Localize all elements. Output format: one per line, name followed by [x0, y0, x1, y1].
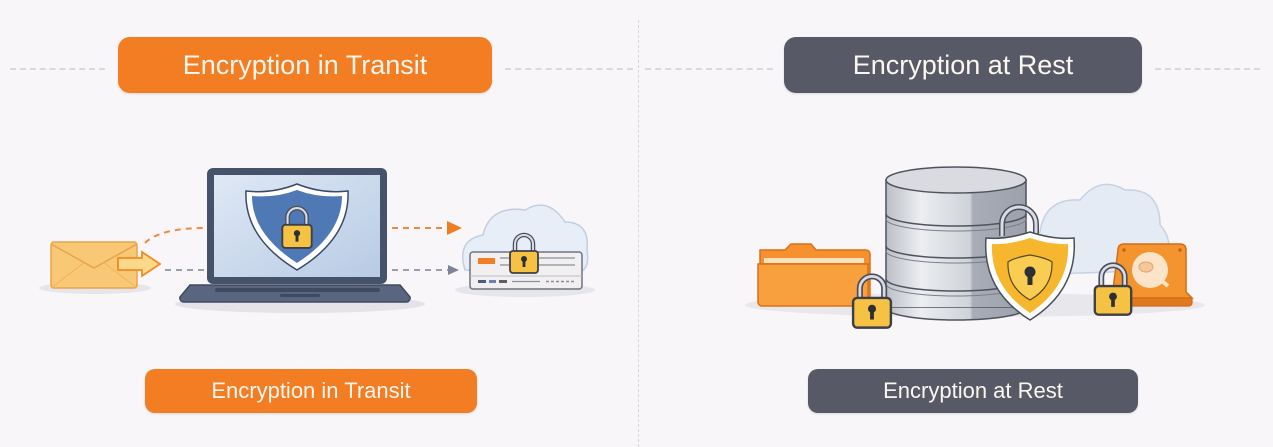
center-divider: [638, 20, 639, 447]
shield-padlock-icon: [984, 204, 1076, 321]
divider-line: [505, 68, 633, 70]
divider-line: [645, 68, 773, 70]
transit-header-badge: Encryption in Transit: [118, 37, 492, 93]
rest-footer-label: Encryption at Rest: [883, 378, 1063, 403]
arrow-head-gray: [448, 265, 459, 275]
divider-line: [1155, 68, 1260, 70]
rest-header-badge: Encryption at Rest: [784, 37, 1142, 93]
cloud-server-icon: [455, 204, 595, 297]
rest-footer-badge: Encryption at Rest: [808, 369, 1138, 413]
padlock-icon: [1095, 265, 1131, 314]
transit-header-label: Encryption in Transit: [182, 49, 428, 80]
arrow-head-orange: [447, 221, 462, 235]
flow-line-orange: [144, 227, 206, 244]
transit-footer-badge: Encryption in Transit: [145, 369, 477, 413]
transit-footer-label: Encryption in Transit: [211, 378, 411, 403]
divider-line: [10, 68, 105, 70]
envelope-icon: [39, 241, 151, 294]
rest-header-label: Encryption at Rest: [852, 49, 1074, 80]
arrow-right-icon: [117, 250, 162, 278]
folder-icon: [757, 243, 871, 307]
padlock-icon: [853, 276, 891, 327]
